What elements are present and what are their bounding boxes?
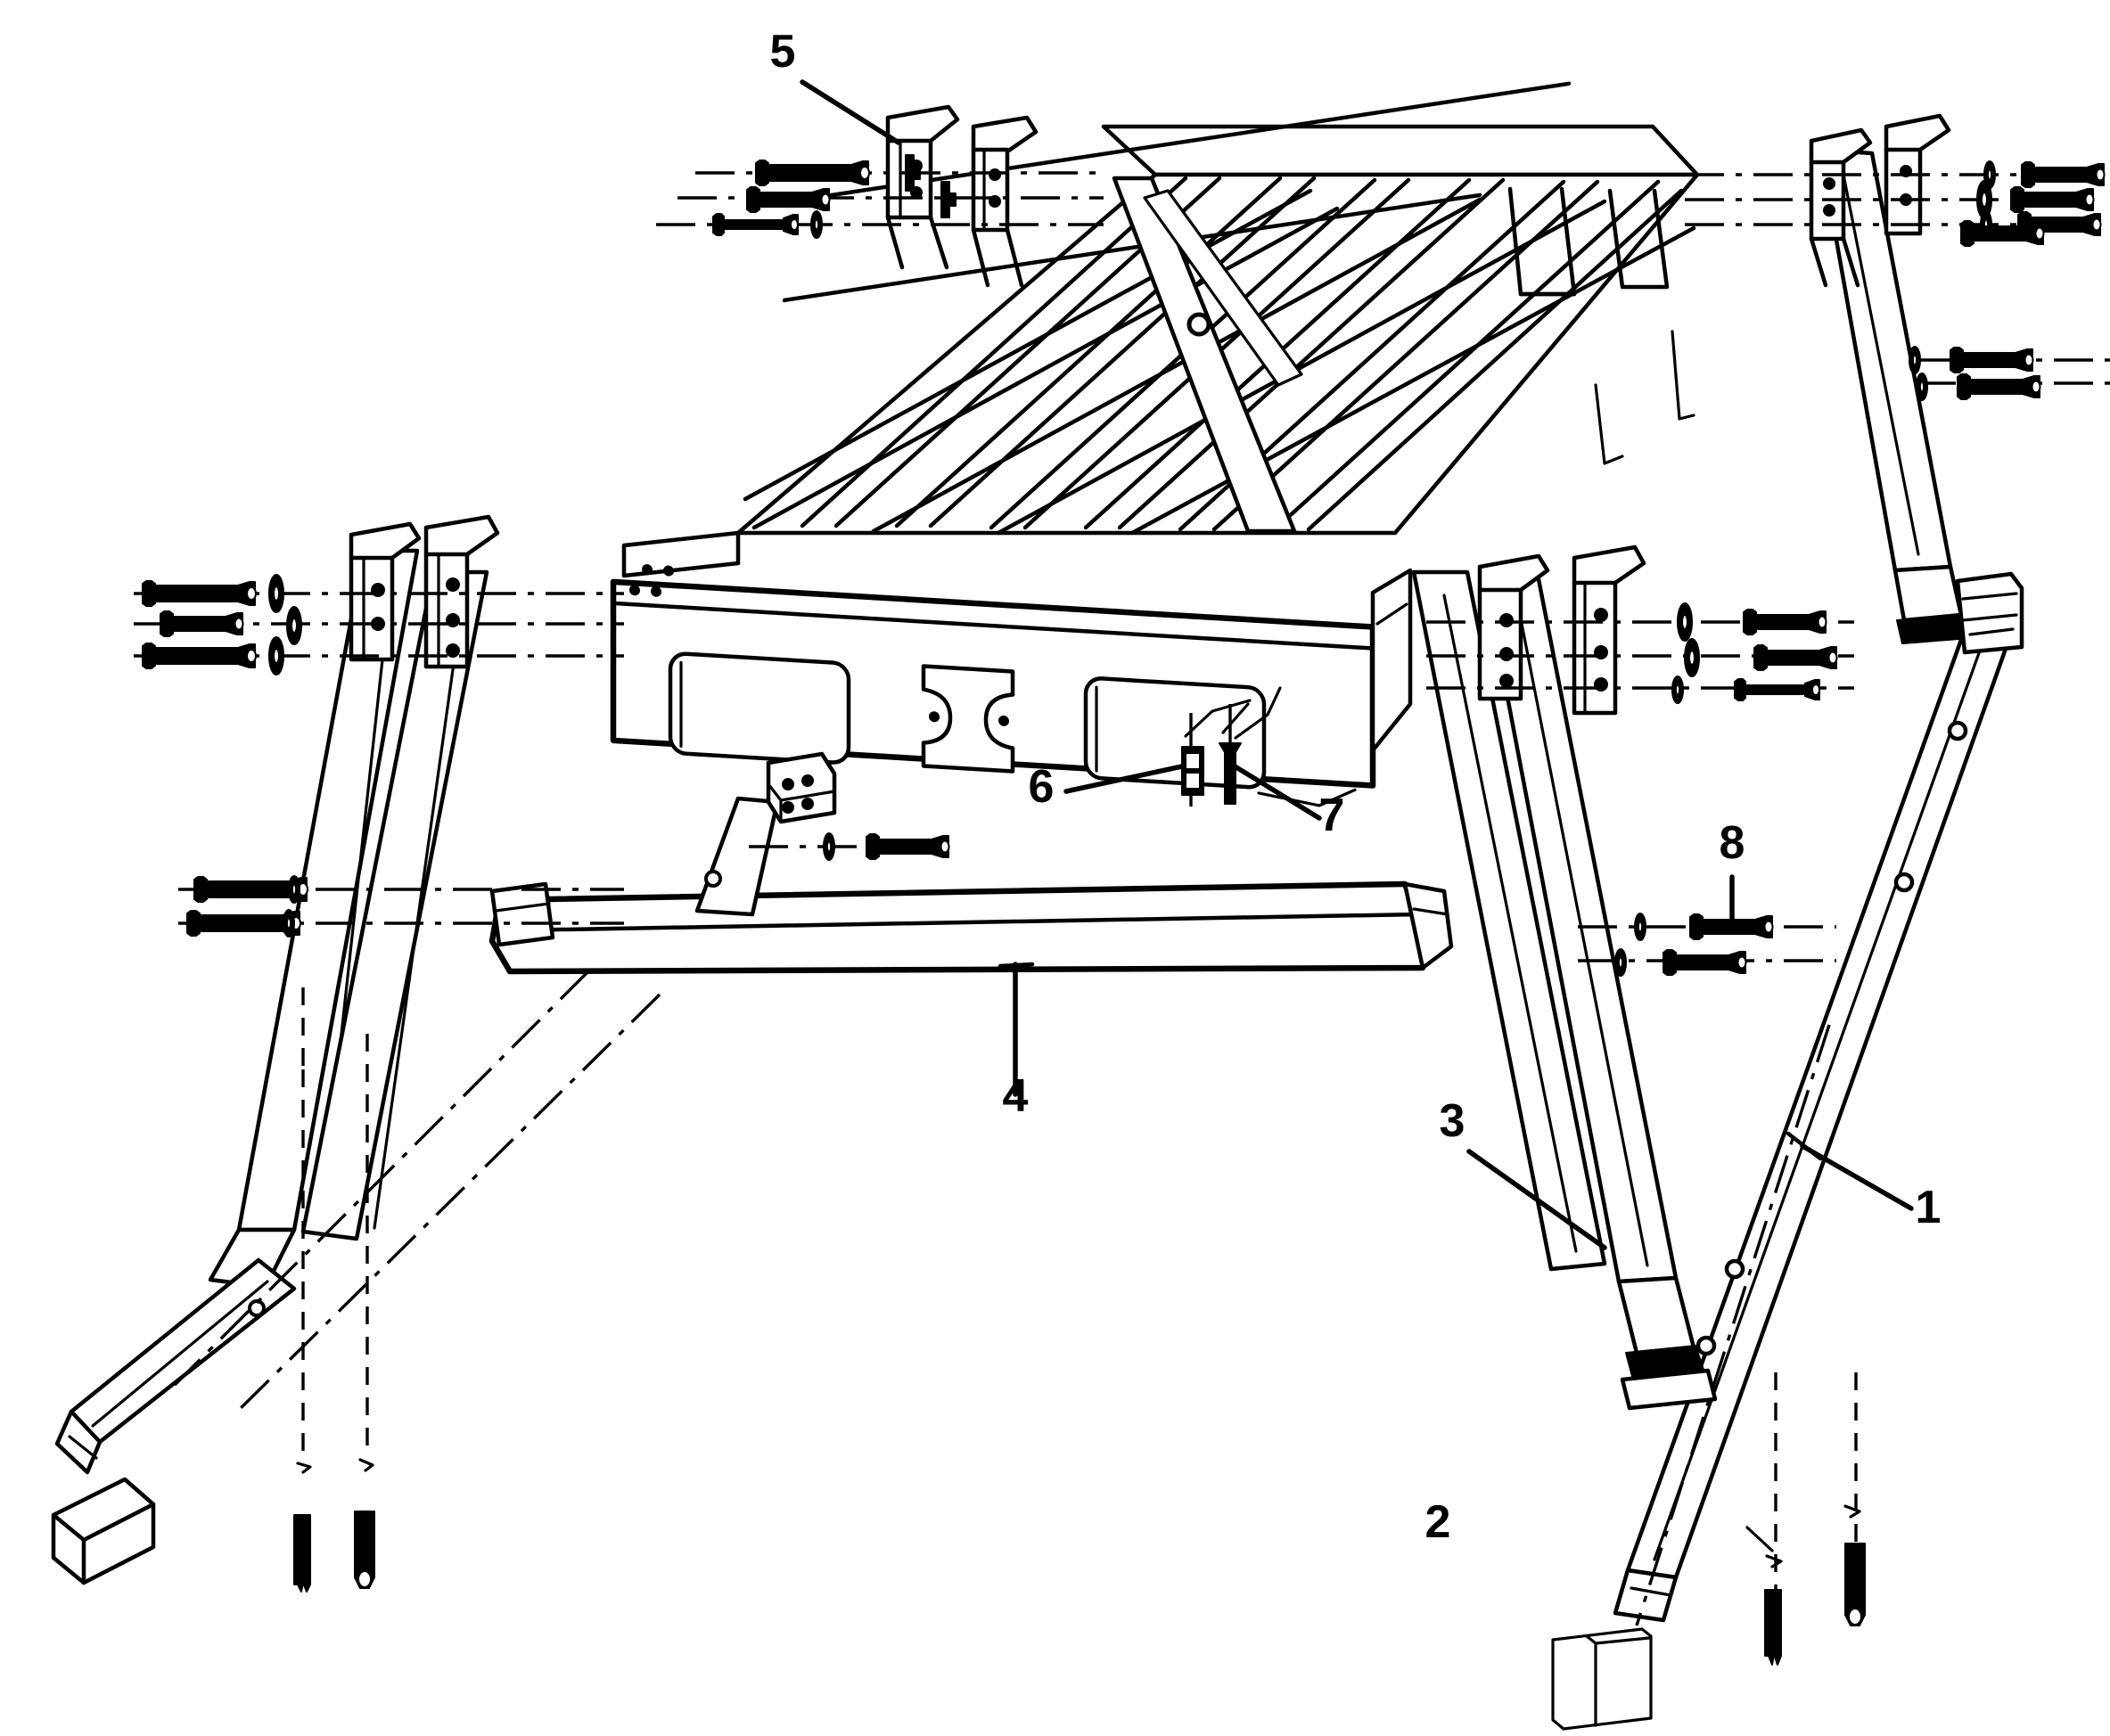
washer[interactable] <box>823 832 835 861</box>
leader-5 <box>800 79 901 145</box>
deck-center-strut <box>1112 176 1297 534</box>
washer[interactable] <box>810 210 823 239</box>
washer[interactable] <box>1677 602 1693 642</box>
callout-2: 2 <box>1425 1496 1451 1548</box>
leg-end-cap-left <box>51 1477 156 1585</box>
panel-rivet <box>663 565 674 577</box>
deck-secondary-strut <box>1143 189 1303 387</box>
panel-rivet <box>651 585 661 597</box>
washer[interactable] <box>288 875 300 904</box>
bolt[interactable] <box>142 643 257 669</box>
cotter-pin[interactable] <box>1764 1589 1782 1666</box>
panel-cutout-left <box>668 651 851 765</box>
bracket-pair-mid-right <box>1477 545 1646 716</box>
washer[interactable] <box>1614 948 1627 977</box>
washer[interactable] <box>283 909 295 938</box>
washer[interactable] <box>1671 676 1684 704</box>
bolt[interactable] <box>1844 1543 1866 1626</box>
deck-right-end-edge <box>1375 602 1408 626</box>
callout-8: 8 <box>1720 817 1745 869</box>
bushing-and-pin <box>1181 686 1282 805</box>
deck-left-end-face <box>621 530 741 578</box>
callout-3: 3 <box>1440 1095 1466 1147</box>
leg-end-cap-right[interactable] <box>1551 1627 1653 1731</box>
cross-brace-beam <box>489 751 1454 975</box>
slot-hole <box>929 711 940 723</box>
washer[interactable] <box>268 636 284 676</box>
hardware-leg-foot-left <box>293 1458 375 1593</box>
bolt[interactable] <box>354 1511 375 1589</box>
deck-right-end-face <box>1370 568 1413 753</box>
panel-cutout-right <box>1083 676 1267 790</box>
callout-6: 6 <box>1029 761 1055 813</box>
bolt[interactable] <box>755 160 870 186</box>
pin-fastener[interactable] <box>1219 742 1242 805</box>
washer[interactable] <box>1684 638 1700 677</box>
bracket-pair-mid-left <box>349 514 500 669</box>
deck-far-rail <box>1101 124 1700 177</box>
panel-cutout-hourglass <box>921 664 1015 774</box>
washer[interactable] <box>1634 913 1646 941</box>
callout-7: 7 <box>1319 790 1345 841</box>
callout-4: 4 <box>1003 1070 1029 1122</box>
mid-right-leg <box>1411 569 1607 1272</box>
callout-1: 1 <box>1916 1182 1942 1233</box>
panel-rivet <box>629 585 640 596</box>
leader-3 <box>1466 1149 1607 1250</box>
washer[interactable] <box>286 606 302 645</box>
leader-6 <box>1063 764 1185 794</box>
callout-numbers: 5 6 7 8 4 3 1 2 <box>770 26 1942 1548</box>
callout-5: 5 <box>770 26 796 78</box>
washer[interactable] <box>268 574 284 613</box>
strut-bolt-hole <box>1186 312 1211 337</box>
hardware-leg-foot-right <box>1745 1504 1866 1666</box>
bracket-right-outer <box>1955 571 2024 655</box>
washer[interactable] <box>1916 373 1928 401</box>
panel-rivet <box>642 564 653 576</box>
bolt[interactable] <box>142 580 257 607</box>
leader-7 <box>1229 762 1322 821</box>
washer[interactable] <box>1909 346 1921 374</box>
deck-lattice-webbing <box>743 81 1696 536</box>
slot-hole <box>998 715 1009 726</box>
cotter-pin[interactable] <box>293 1514 311 1593</box>
front-right-leg <box>1613 582 2024 1623</box>
platform-deck-assembly <box>610 81 1700 807</box>
callout-leaders <box>800 79 1914 1250</box>
